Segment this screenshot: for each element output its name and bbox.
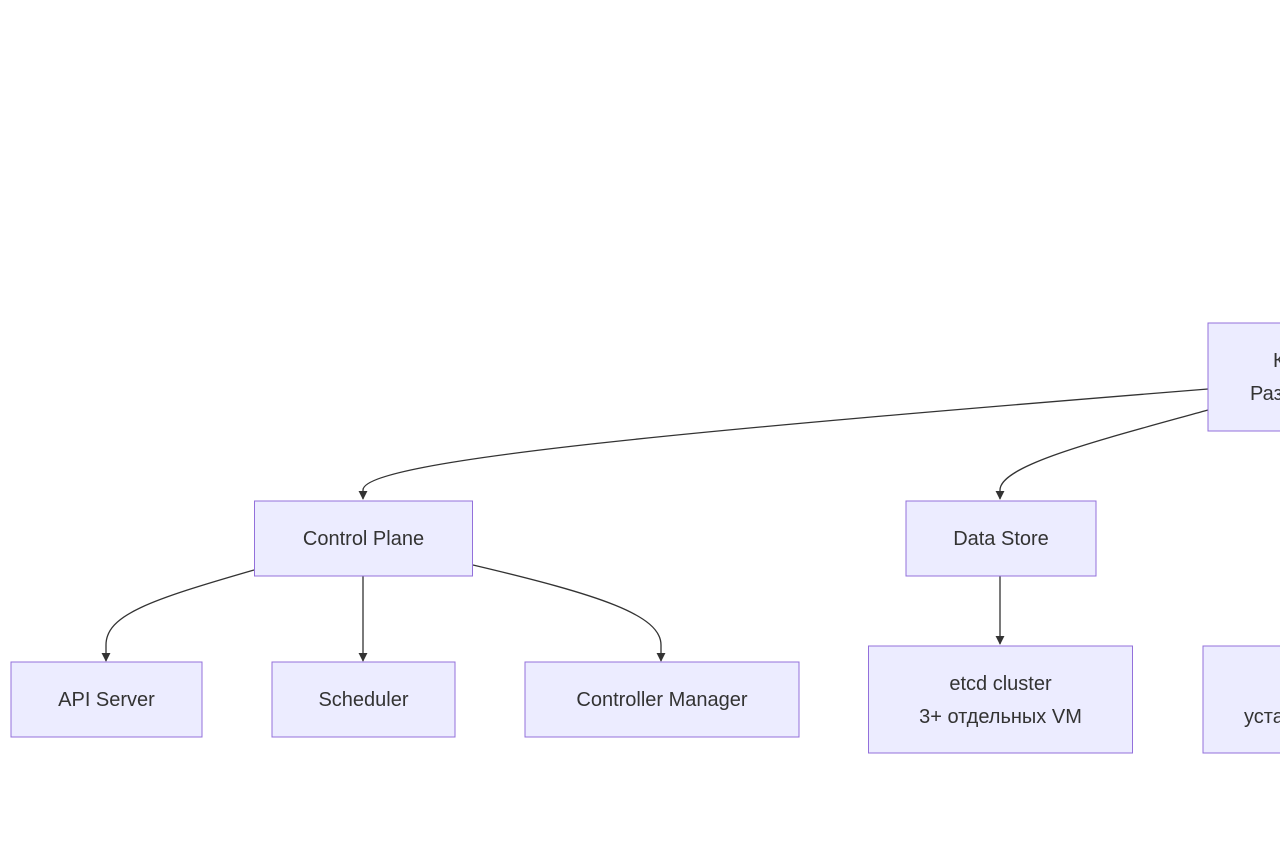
node-etcd-cluster: etcd cluster 3+ отдельных VM <box>868 645 1133 754</box>
node-root-line2: Раз <box>1250 383 1280 405</box>
node-etcd-line1: etcd cluster <box>949 673 1052 695</box>
node-control-plane: Control Plane <box>254 500 473 577</box>
node-api-server-label: API Server <box>58 689 155 711</box>
edge-control-plane-controller-manager <box>472 564 666 662</box>
node-controller-manager: Controller Manager <box>524 661 800 738</box>
node-partial-right: уста <box>1202 645 1280 754</box>
edge-root-data-store <box>995 409 1209 500</box>
node-controller-manager-label: Controller Manager <box>576 689 748 711</box>
node-data-store-label: Data Store <box>953 528 1049 550</box>
node-scheduler: Scheduler <box>271 661 456 738</box>
edge-root-control-plane <box>358 388 1209 500</box>
node-control-plane-label: Control Plane <box>303 528 424 550</box>
node-partial-right-line1: уста <box>1244 706 1280 728</box>
node-etcd-line2: 3+ отдельных VM <box>919 706 1082 728</box>
node-root-line1: К <box>1273 350 1280 372</box>
node-scheduler-label: Scheduler <box>318 689 408 711</box>
edge-control-plane-api-server <box>101 569 255 662</box>
node-root: К Раз <box>1207 322 1280 432</box>
node-api-server: API Server <box>10 661 203 738</box>
node-data-store: Data Store <box>905 500 1097 577</box>
